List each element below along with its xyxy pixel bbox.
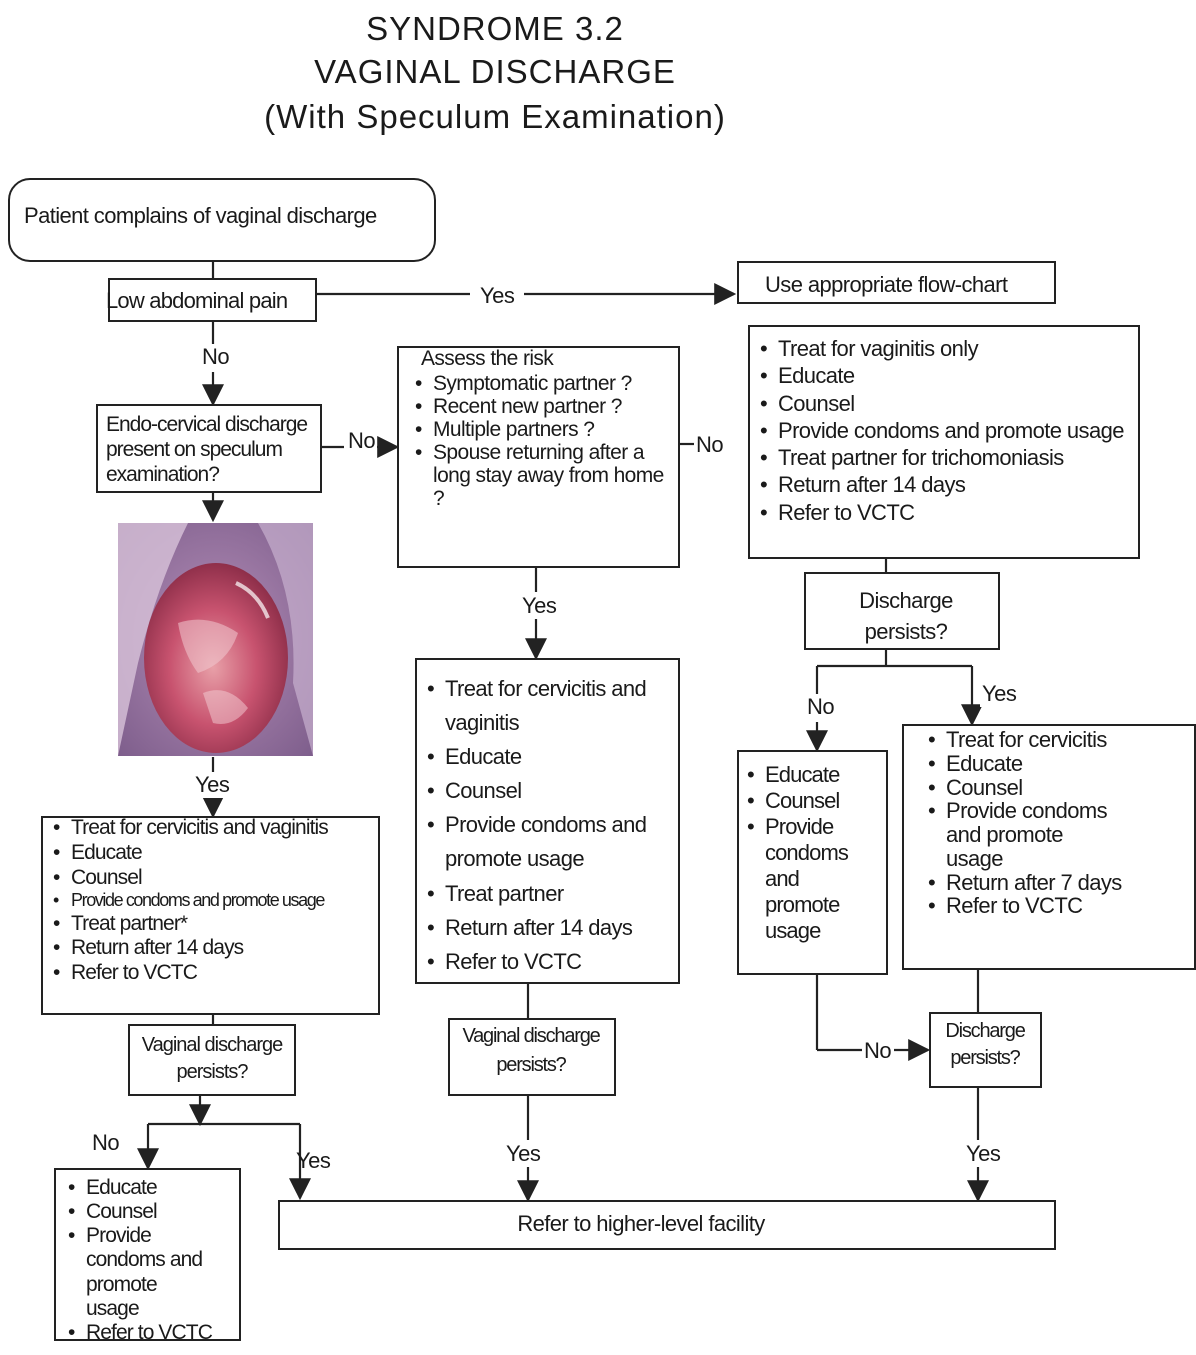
discharge-persists-right-text: Discharge persists? <box>859 588 953 644</box>
assess-risk-heading: Assess the risk <box>421 347 554 370</box>
list-item: Provide condoms and promote usage <box>924 799 1124 870</box>
lower-right-persists-box: Discharge persists? <box>929 1012 1042 1088</box>
list-item: Treat for cervicitis <box>924 728 1124 752</box>
left-no-box: Educate Counsel Provide condoms and prom… <box>54 1168 241 1345</box>
low-abdominal-pain-text: Low abdominal pain <box>106 288 288 313</box>
left-treatment-list: Treat for cervicitis and vaginitis Educa… <box>49 816 377 986</box>
assess-risk-list: Symptomatic partner ? Recent new partner… <box>411 372 673 511</box>
list-item: Counsel <box>49 866 377 891</box>
list-item: Educate <box>423 740 673 774</box>
label-yes-right-persists: Yes <box>980 681 1019 707</box>
list-item: Treat partner for trichomoniasis <box>756 444 1134 472</box>
refer-higher-level-text: Refer to higher-level facility <box>517 1211 765 1236</box>
left-treatment-box: Treat for cervicitis and vaginitis Educa… <box>41 816 380 1015</box>
list-item: Provide condoms and promote usage <box>743 814 861 944</box>
diagram-title-line-2: VAGINAL DISCHARGE <box>314 53 676 90</box>
appropriate-flowchart-box: Use appropriate flow-chart <box>737 261 1056 304</box>
list-item: Refer to VCTC <box>64 1321 214 1345</box>
list-item: Symptomatic partner ? <box>411 372 673 395</box>
list-item: Counsel <box>924 775 1124 800</box>
list-item: Return after 14 days <box>756 471 1134 499</box>
list-item: Educate <box>756 362 1134 390</box>
middle-treatment-box: Treat for cervicitis and vaginitis Educa… <box>415 658 680 984</box>
list-item: Refer to VCTC <box>756 499 1134 527</box>
list-item: Treat partner <box>423 877 673 911</box>
start-node-box: Patient complains of vaginal discharge <box>8 178 436 262</box>
label-no-right-persists: No <box>805 694 837 720</box>
left-persists-box: Vaginal discharge persists? <box>128 1024 296 1096</box>
list-item: Treat for cervicitis and vaginitis <box>423 672 673 740</box>
list-item: Return after 14 days <box>49 936 377 961</box>
list-item: Provide condoms and promote usage <box>64 1224 214 1321</box>
discharge-persists-right-box: Discharge persists? <box>804 572 1000 650</box>
speculum-examination-image <box>118 523 313 756</box>
label-yes-pain: Yes <box>478 283 517 309</box>
list-item: Provide condoms and promote usage <box>49 890 377 911</box>
label-yes-assess: Yes <box>520 593 559 619</box>
diagram-subtitle: (With Speculum Examination) <box>264 98 726 135</box>
list-item: Refer to VCTC <box>49 961 377 986</box>
right-no-box: Educate Counsel Provide condoms and prom… <box>737 750 888 975</box>
middle-treatment-list: Treat for cervicitis and vaginitis Educa… <box>423 672 673 979</box>
label-no-left-persists: No <box>92 1130 120 1155</box>
list-item: Treat partner* <box>49 912 377 937</box>
label-no-assess: No <box>694 432 726 458</box>
list-item: Counsel <box>64 1200 214 1224</box>
list-item: Counsel <box>743 788 861 814</box>
list-item: Educate <box>743 762 861 788</box>
list-item: Refer to VCTC <box>924 894 1124 918</box>
label-yes-middle-persists: Yes <box>504 1141 543 1167</box>
appropriate-flowchart-text: Use appropriate flow-chart <box>765 272 1008 297</box>
label-no-endocervical: No <box>346 428 378 454</box>
vaginitis-only-list: Treat for vaginitis only Educate Counsel… <box>756 335 1134 526</box>
left-persists-text: Vaginal discharge persists? <box>141 1034 284 1083</box>
label-yes-photo: Yes <box>193 772 232 798</box>
left-no-list: Educate Counsel Provide condoms and prom… <box>64 1176 214 1345</box>
list-item: Treat for vaginitis only <box>756 335 1134 363</box>
list-item: Counsel <box>423 774 673 808</box>
refer-higher-level-box: Refer to higher-level facility <box>278 1200 1056 1250</box>
lower-right-persists-text: Discharge persists? <box>945 1020 1025 1069</box>
list-item: Return after 7 days <box>924 870 1124 895</box>
start-node-text: Patient complains of vaginal discharge <box>24 203 377 228</box>
endocervical-question-box: Endo-cervical discharge present on specu… <box>96 404 322 493</box>
label-no-right-no-box: No <box>862 1038 894 1064</box>
diagram-title-line-1: SYNDROME 3.2 <box>366 10 624 47</box>
list-item: Recent new partner ? <box>411 395 673 418</box>
list-item: Treat for cervicitis and vaginitis <box>49 816 377 841</box>
right-no-list: Educate Counsel Provide condoms and prom… <box>743 762 861 944</box>
list-item: Educate <box>49 841 377 866</box>
list-item: Provide condoms and promote usage <box>756 417 1134 445</box>
middle-persists-text: Vaginal discharge persists? <box>462 1025 600 1076</box>
vaginitis-only-box: Treat for vaginitis only Educate Counsel… <box>748 325 1140 559</box>
list-item: Spouse returning after a long stay away … <box>411 441 673 510</box>
label-yes-lower-right: Yes <box>964 1141 1003 1167</box>
list-item: Return after 14 days <box>423 911 673 945</box>
list-item: Multiple partners ? <box>411 418 673 441</box>
label-no-pain: No <box>200 344 232 370</box>
list-item: Counsel <box>756 390 1134 418</box>
list-item: Provide condoms and promote usage <box>423 808 673 876</box>
label-yes-left-persists: Yes <box>296 1148 331 1173</box>
right-yes-list: Treat for cervicitis Educate Counsel Pro… <box>924 728 1124 918</box>
list-item: Refer to VCTC <box>423 945 673 979</box>
list-item: Educate <box>64 1176 214 1200</box>
list-item: Educate <box>924 751 1124 776</box>
right-yes-box: Treat for cervicitis Educate Counsel Pro… <box>902 724 1196 970</box>
low-abdominal-pain-box: Low abdominal pain <box>106 278 317 322</box>
middle-persists-box: Vaginal discharge persists? <box>448 1018 616 1096</box>
endocervical-question-text: Endo-cervical discharge present on specu… <box>106 413 308 487</box>
assess-risk-box: Assess the risk Symptomatic partner ? Re… <box>397 346 680 568</box>
